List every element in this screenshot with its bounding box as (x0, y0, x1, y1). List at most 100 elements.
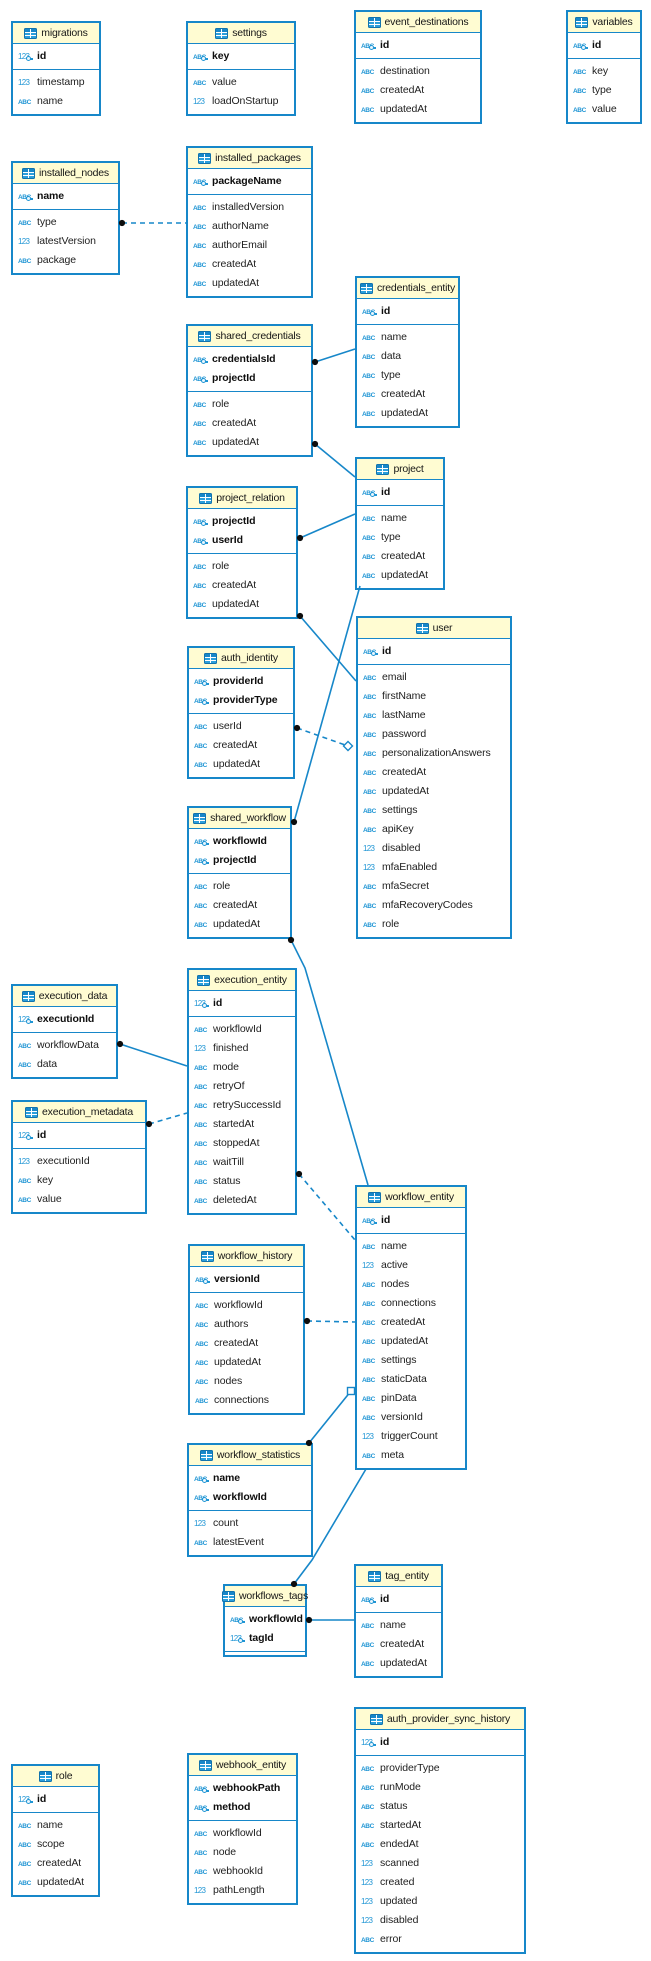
table-header[interactable]: workflow_statistics (189, 1445, 311, 1466)
table-header[interactable]: webhook_entity (189, 1755, 296, 1776)
table-header[interactable]: user (358, 618, 510, 639)
table-header[interactable]: migrations (13, 23, 99, 44)
table-header[interactable]: settings (188, 23, 294, 44)
table-header[interactable]: execution_data (13, 986, 116, 1007)
table-header[interactable]: auth_provider_sync_history (356, 1709, 524, 1730)
table-header[interactable]: project (357, 459, 443, 480)
table-header[interactable]: project_relation (188, 488, 296, 509)
table-header[interactable]: workflow_history (190, 1246, 303, 1267)
